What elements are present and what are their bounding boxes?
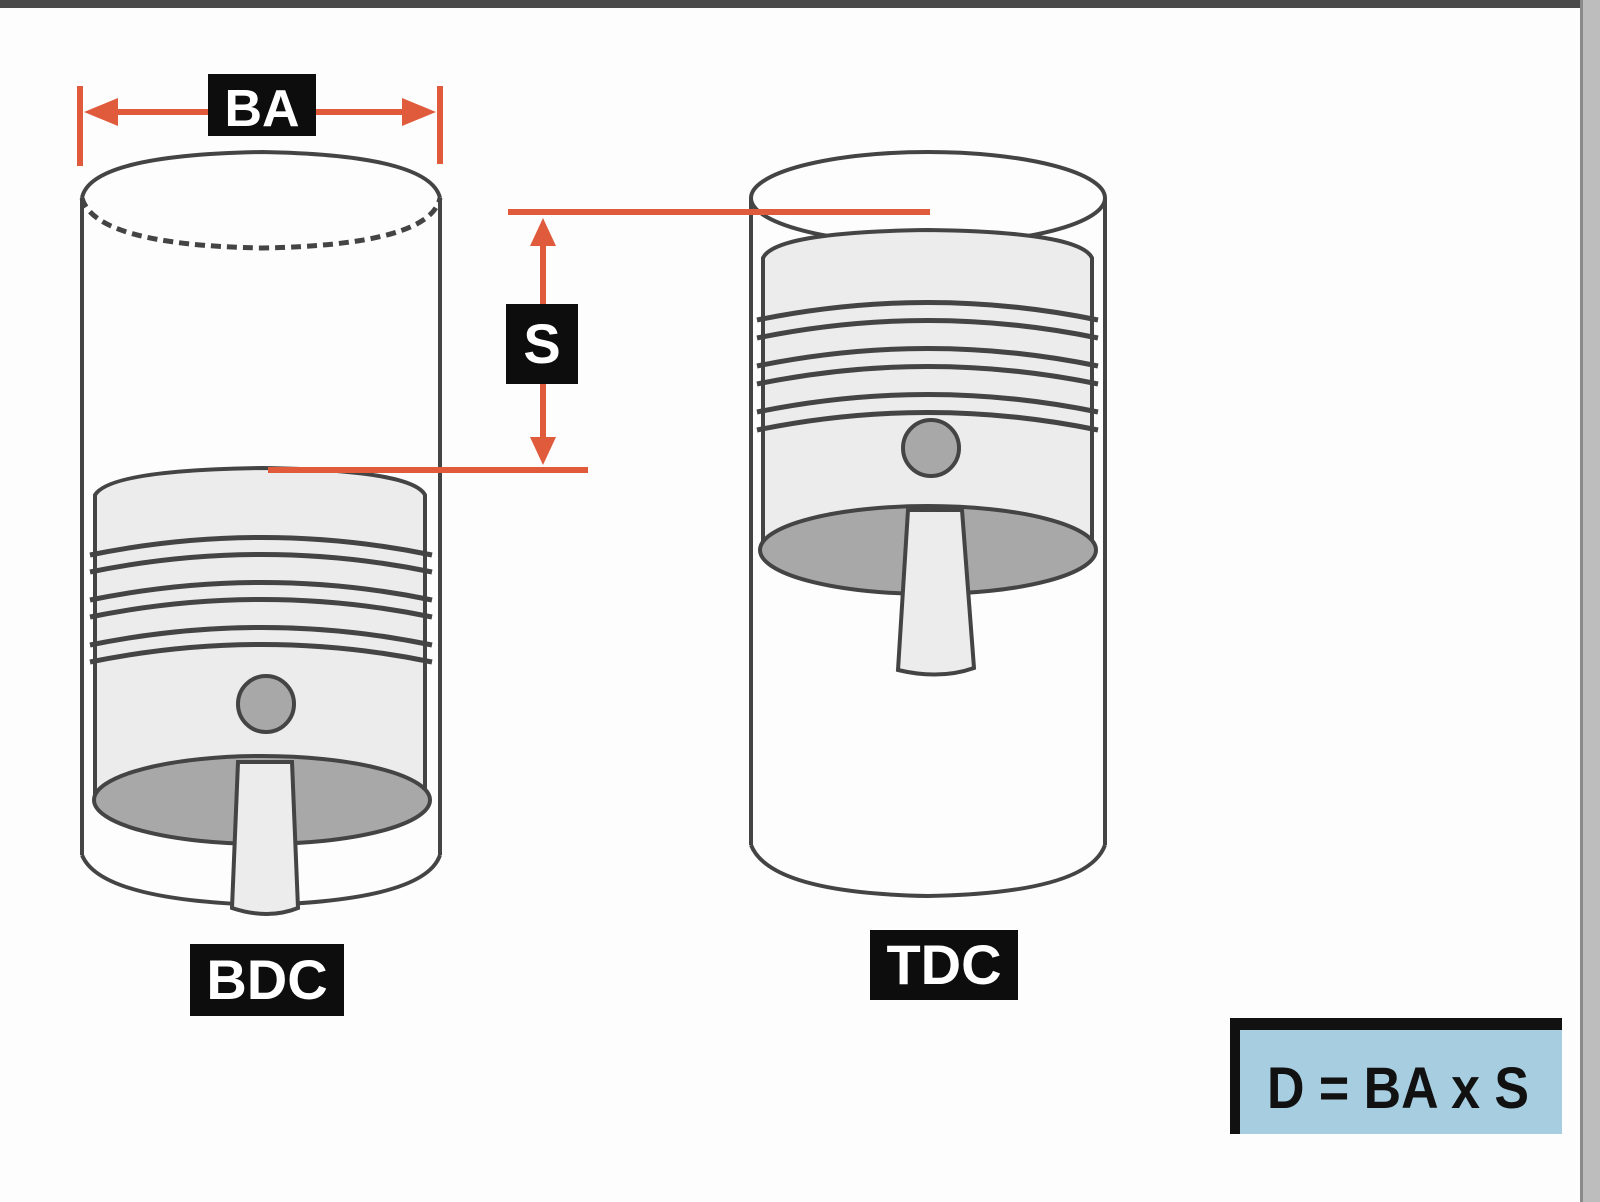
tdc-label-text: TDC [886, 933, 1001, 996]
piston-bdc-rings [89, 535, 433, 665]
formula-text: D = BA x S [1267, 1056, 1529, 1121]
bore-label: BA [208, 74, 316, 138]
piston-tdc-rings [756, 300, 1099, 433]
tdc-label: TDC [870, 930, 1018, 1000]
top-border [0, 0, 1600, 8]
formula-box: D = BA x S [1230, 1018, 1562, 1134]
stroke-label: S [506, 304, 578, 384]
cylinder-tdc-bottom [749, 844, 1107, 899]
piston-bdc-connecting-rod [229, 760, 301, 916]
formula-box-top-border [1230, 1018, 1562, 1030]
stroke-label-text: S [523, 312, 560, 375]
bdc-label-text: BDC [206, 948, 327, 1011]
formula-box-left-border [1230, 1018, 1240, 1134]
piston-tdc-wrist-pin [901, 418, 961, 478]
bdc-label: BDC [190, 944, 344, 1016]
bore-arrow-left [84, 98, 118, 126]
piston-tdc [756, 227, 1099, 677]
formula-box-background [1230, 1018, 1562, 1134]
right-border [1582, 0, 1600, 1202]
cylinder-bdc-top-rim [80, 149, 442, 199]
stroke-arrow-top [530, 218, 556, 246]
stroke-arrow-bottom [530, 437, 556, 465]
right-border-line [1580, 0, 1583, 1202]
piston-bdc-wrist-pin [236, 674, 296, 734]
bore-arrow-right [402, 98, 436, 126]
piston-bdc [89, 465, 433, 916]
bore-label-text: BA [224, 80, 299, 138]
cylinder-bdc-top-rim-dashed [79, 197, 443, 251]
piston-tdc-connecting-rod [895, 508, 977, 677]
